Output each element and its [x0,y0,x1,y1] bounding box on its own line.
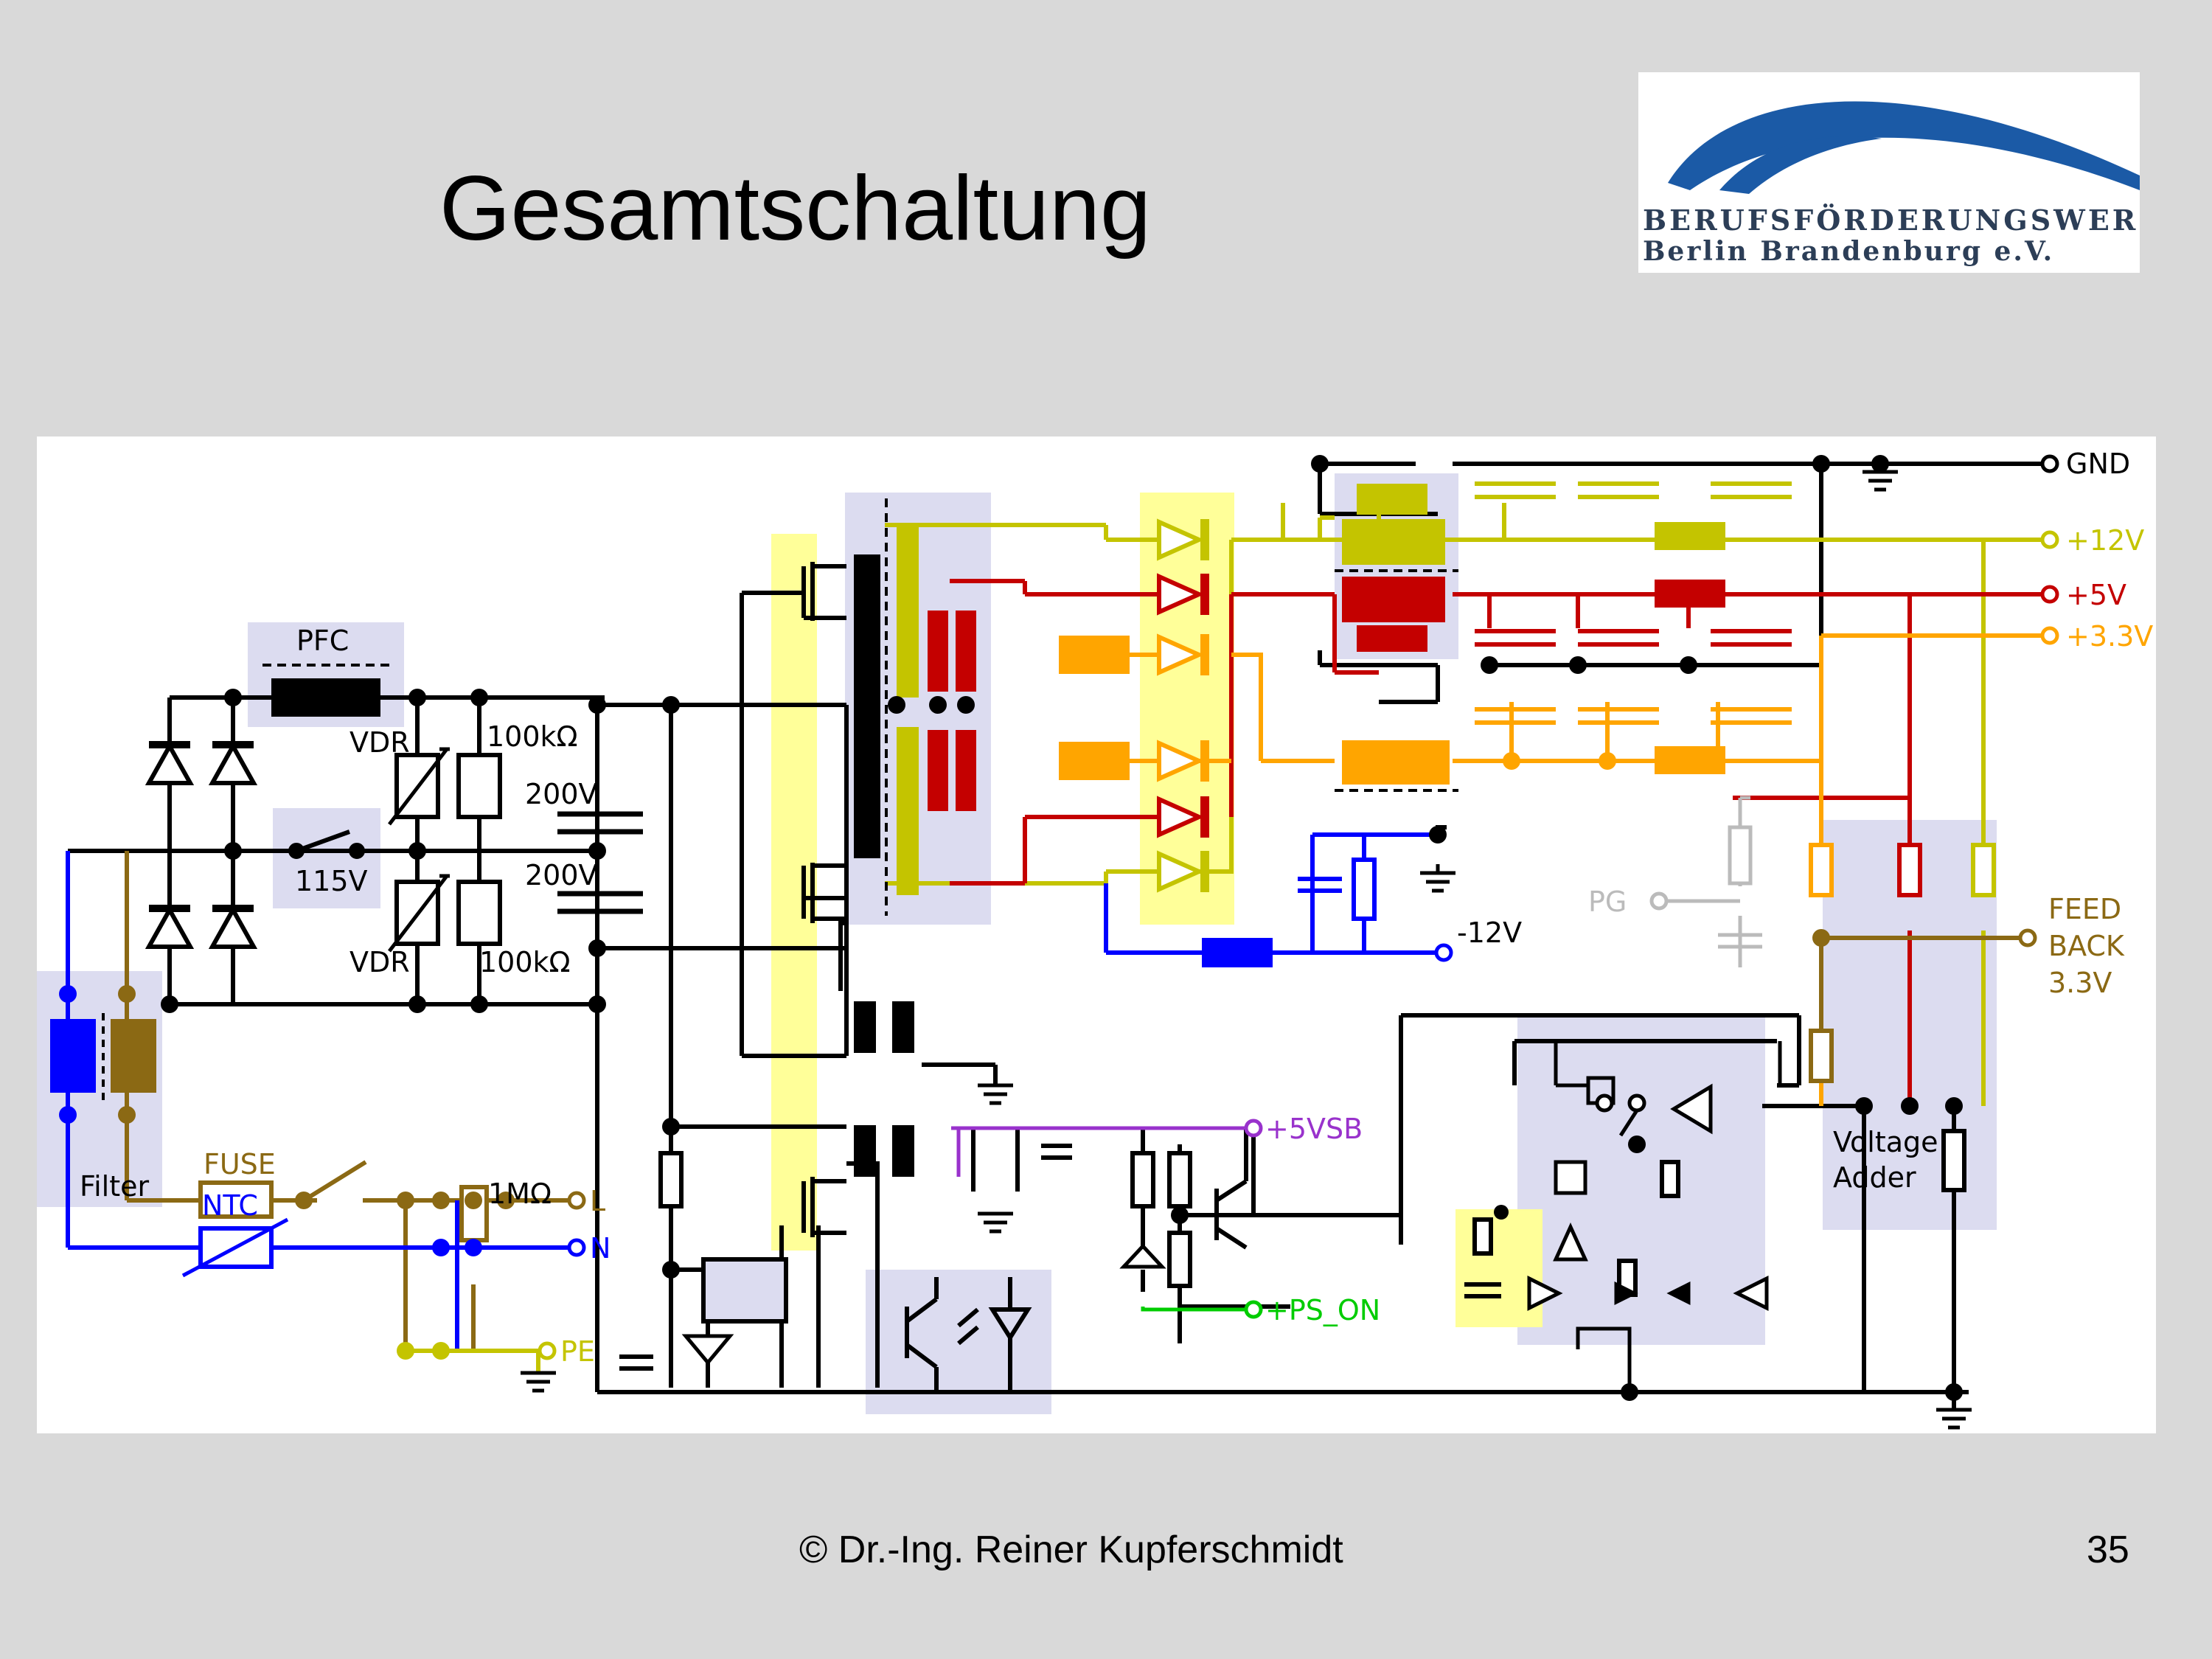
junction-dots [161,455,1963,1401]
components [50,481,1996,1392]
label-1m: 1MΩ [488,1178,552,1210]
circuit-schematic: PFC VDR 100kΩ 200V 115V 200V VDR 100kΩ F… [37,448,2153,1430]
label-cap-top: 200V [525,778,598,810]
rail-5v [950,579,2042,1106]
label-r-bottom: 100kΩ [479,946,571,978]
label-feedback-3: 3.3V [2048,967,2112,999]
label-feedback-1: FEED [2048,893,2121,925]
label-115v: 115V [295,865,368,897]
logo-line-1: BERUFSFÖRDERUNGSWERK [1643,204,2140,237]
label-ntc: NTC [202,1189,258,1222]
schematic-panel: PFC VDR 100kΩ 200V 115V 200V VDR 100kΩ F… [37,437,2156,1433]
label-voltage-adder-2: Adder [1833,1161,1916,1194]
terminal-33v: +3.3V [2066,620,2153,653]
rectifier-highlight [1140,493,1234,925]
label-feedback-2: BACK [2048,930,2125,962]
switch-highlight [273,808,380,908]
page-number: 35 [2087,1528,2129,1571]
rail-ps-on [1141,1307,1246,1312]
slide-title: Gesamtschaltung [439,158,1151,260]
mosfet-highlight [771,534,817,1251]
terminal-pg: PG [1588,886,1627,918]
schematic-labels: PFC VDR 100kΩ 200V 115V 200V VDR 100kΩ F… [80,448,2153,1368]
label-cap-bottom: 200V [525,859,598,891]
highlight-regions [37,473,1997,1414]
logo: BERUFSFÖRDERUNGSWERK Berlin Brandenburg … [1638,72,2140,273]
terminal-l: L [590,1185,605,1217]
terminal-n: N [590,1232,611,1265]
logo-line-2: Berlin Brandenburg e.V. [1643,236,2055,267]
label-r-top: 100kΩ [487,720,578,753]
label-vdr-top: VDR [349,726,410,759]
footer-credit: © Dr.-Ing. Reiner Kupferschmidt [799,1528,1343,1571]
terminal-ps-on: +PS_ON [1265,1294,1380,1326]
logo-arc-icon [1668,101,2140,194]
label-fuse: FUSE [204,1148,276,1180]
label-pfc: PFC [296,625,349,657]
rail-feedback [1819,936,2028,1034]
terminal-circles [538,454,2059,1360]
terminal-pe: PE [560,1335,595,1368]
label-filter: Filter [80,1170,149,1203]
label-voltage-adder-1: Voltage [1833,1126,1938,1158]
terminal-5v: +5V [2066,579,2126,611]
rail-pe [406,1349,540,1373]
ground-symbols [521,470,1972,1430]
rail-vsb [951,1126,1246,1177]
terminal-12v: +12V [2066,524,2144,557]
terminal-5vsb: +5VSB [1265,1113,1363,1145]
terminal-neg12v: -12V [1457,917,1522,949]
terminal-gnd: GND [2066,448,2130,480]
label-vdr-bottom: VDR [349,946,410,978]
junction-dots-colored [59,752,1830,1360]
